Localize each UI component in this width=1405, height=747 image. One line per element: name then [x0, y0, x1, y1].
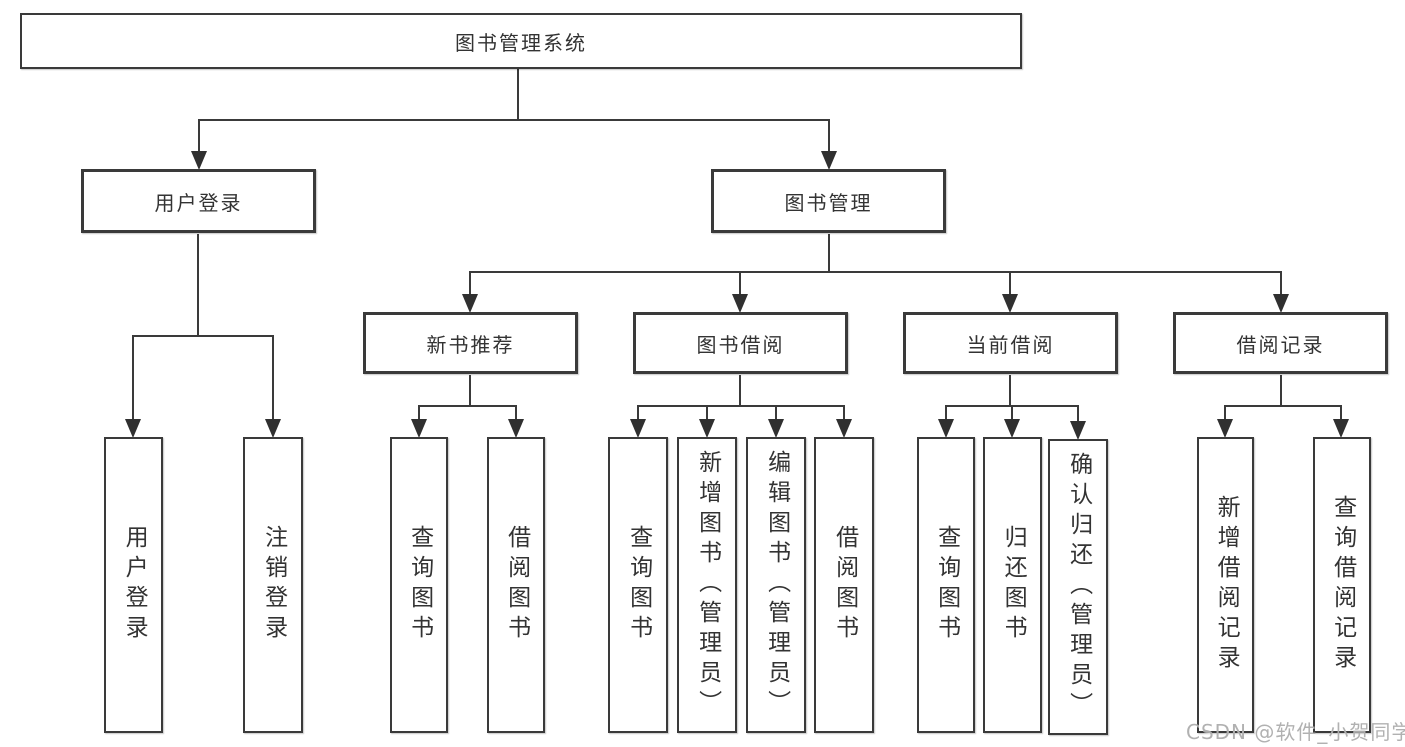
- leaf-return-books: 归还图书: [983, 437, 1042, 733]
- node-library-system: 图书管理系统: [20, 13, 1022, 69]
- node-new-book-recommend: 新书推荐: [363, 312, 578, 374]
- leaf-confirm-return-admin: 确认归还（管理员）: [1048, 439, 1108, 735]
- arrowheads: [125, 151, 1349, 440]
- csdn-watermark: CSDN @软件_小贺同学: [1186, 720, 1405, 744]
- leaf-logout: 注销登录: [243, 437, 303, 733]
- leaf-query-borrow-record: 查询借阅记录: [1313, 437, 1371, 733]
- node-library-system-label: 图书管理系统: [455, 30, 587, 55]
- leaf-edit-books-admin: 编辑图书（管理员）: [746, 437, 806, 733]
- leaf-borrow-books: 借阅图书: [814, 437, 874, 733]
- node-user-login-branch: 用户登录: [81, 169, 316, 233]
- node-book-management-label: 图书管理: [784, 190, 873, 215]
- node-user-login-branch-label: 用户登录: [154, 190, 243, 215]
- node-borrow-records: 借阅记录: [1173, 312, 1388, 374]
- leaf-add-books-admin: 新增图书（管理员）: [677, 437, 737, 733]
- node-current-borrow-label: 当前借阅: [966, 332, 1055, 357]
- leaf-borrow-books-recommend: 借阅图书: [487, 437, 545, 733]
- leaf-user-login: 用户登录: [104, 437, 163, 733]
- node-new-book-recommend-label: 新书推荐: [426, 332, 515, 357]
- leaf-query-books-borrow: 查询图书: [608, 437, 668, 733]
- node-book-management: 图书管理: [711, 169, 946, 233]
- leaf-add-borrow-record: 新增借阅记录: [1197, 437, 1254, 733]
- leaf-query-books-current: 查询图书: [917, 437, 975, 733]
- node-borrow-records-label: 借阅记录: [1236, 332, 1325, 357]
- node-book-borrow-label: 图书借阅: [696, 332, 785, 357]
- node-current-borrow: 当前借阅: [903, 312, 1118, 374]
- node-book-borrow: 图书借阅: [633, 312, 848, 374]
- leaf-query-books-recommend: 查询图书: [390, 437, 448, 733]
